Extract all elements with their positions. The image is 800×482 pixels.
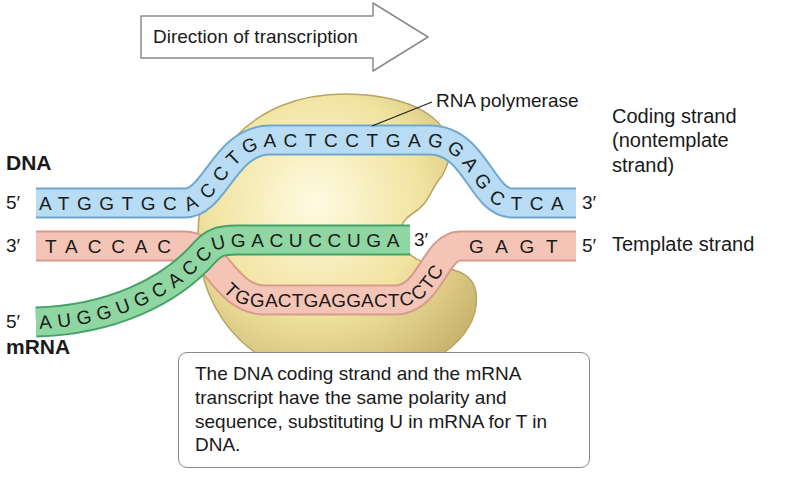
molecule-label: DNA: [6, 150, 52, 176]
arrow-label: Direction of transcription: [153, 26, 429, 48]
dna-sequence: GAGT: [469, 236, 569, 257]
end-label: 3′: [6, 234, 20, 257]
molecule-label: mRNA: [6, 334, 70, 360]
end-label: 5′: [582, 234, 596, 257]
end-label: 5′: [6, 310, 20, 333]
dna-sequence: ATGGTGCACCTGACTCCTGAGGAGCTCA: [39, 128, 571, 214]
end-label: 3′: [582, 191, 596, 214]
end-label: 5′: [6, 191, 20, 214]
caption-box: The DNA coding strand and the mRNA trans…: [178, 352, 590, 468]
dna-sequence: TGGACTGAGGACTCCTC: [220, 261, 447, 311]
direction-arrow: Direction of transcription: [140, 2, 429, 72]
dna-sequence: TACCAC: [45, 236, 181, 257]
part-label: RNA polymerase: [436, 89, 579, 112]
end-label: 3′: [414, 228, 428, 251]
strand-label: Coding strand (nontemplate strand): [612, 104, 794, 177]
caption-text: The DNA coding strand and the mRNA trans…: [195, 362, 573, 457]
rna-sequence: AUGGUGCACCUGACUCCUGA: [38, 229, 405, 333]
leader-line: [372, 102, 432, 126]
strand-label: Template strand: [612, 232, 794, 256]
